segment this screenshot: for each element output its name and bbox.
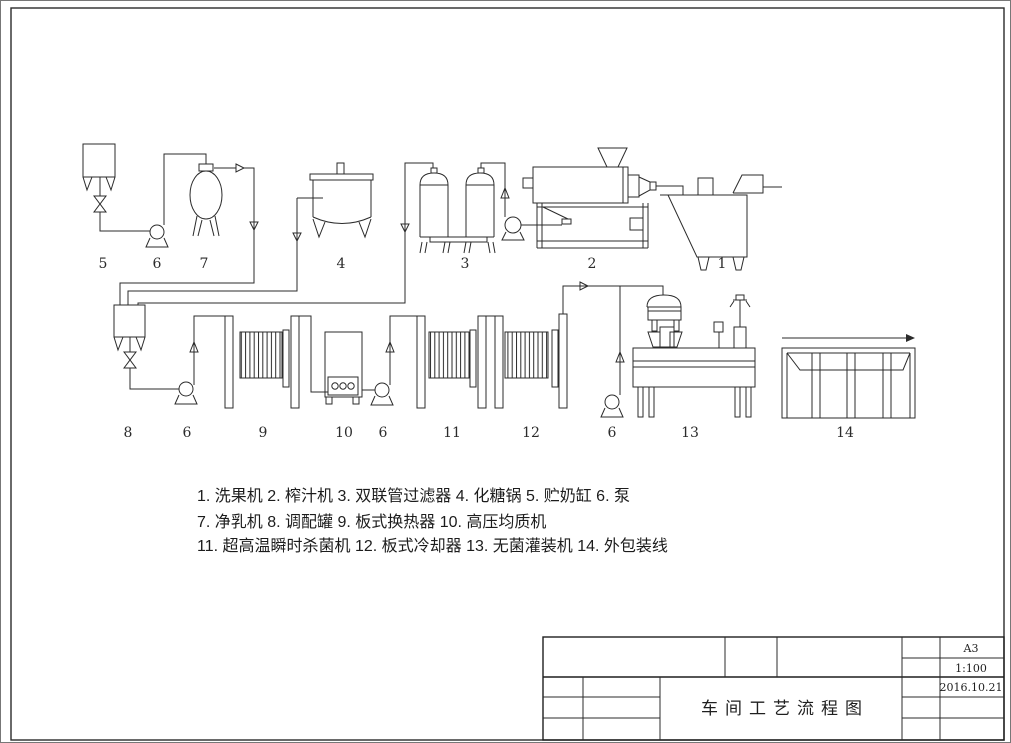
title-block-date: 2016.10.21 — [940, 681, 1003, 694]
label-6d: 6 — [608, 425, 617, 441]
label-11: 11 — [443, 425, 461, 441]
label-4: 4 — [337, 256, 346, 272]
pump-icon — [149, 224, 165, 240]
valve-icon — [93, 195, 107, 213]
drawing-frame — [10, 7, 1005, 741]
flow-arrow-icon — [235, 163, 246, 173]
pipe-cooler-to-filler — [562, 281, 664, 395]
label-2: 2 — [588, 256, 597, 272]
equipment-number-labels: 5 6 7 4 3 2 1 8 6 9 10 6 11 12 6 13 14 — [99, 256, 854, 441]
pump-icon — [374, 382, 390, 398]
label-3: 3 — [461, 256, 470, 272]
drawing-title: 车间工艺流程图 — [701, 699, 869, 718]
label-6c: 6 — [379, 425, 388, 441]
label-6b: 6 — [183, 425, 192, 441]
label-10: 10 — [335, 425, 353, 441]
equipment-uht-sterilizer-11 — [416, 315, 487, 409]
valve-icon — [123, 351, 137, 369]
pipe-clarifier-to-blend-tank — [119, 163, 259, 305]
flow-arrow-icon — [249, 221, 259, 232]
pipe-filter-to-blend-tank — [137, 162, 434, 305]
pump-icon — [504, 216, 522, 234]
equipment-pump-6c — [174, 315, 225, 405]
pipe — [389, 315, 417, 385]
pipe-juicer-to-washer — [656, 185, 684, 195]
equipment-juicer-2 — [522, 147, 657, 249]
flow-arrow-icon — [400, 223, 410, 234]
equipment-homogenizer-10 — [324, 331, 363, 405]
label-7: 7 — [200, 256, 209, 272]
equipment-blend-tank-8 — [113, 304, 179, 390]
title-block: A3 1:100 2016.10.21 车间工艺流程图 — [542, 636, 1005, 741]
equipment-milk-clarifier-7 — [189, 163, 223, 237]
pump-icon — [178, 381, 194, 397]
legend-line-3: 11. 超高温瞬时杀菌机 12. 板式冷却器 13. 无菌灌装机 14. 外包装… — [197, 537, 668, 555]
pipe-exchanger-to-homogenizer — [299, 315, 328, 393]
equipment-milk-storage-tank-5 — [82, 143, 150, 232]
equipment-aseptic-filler-13 — [632, 294, 756, 418]
equipment-pump-6e — [600, 394, 624, 418]
pipe — [163, 153, 207, 225]
equipment-sugar-kettle-4 — [309, 162, 374, 239]
label-5: 5 — [99, 256, 108, 272]
legend-line-1: 1. 洗果机 2. 榨汁机 3. 双联管过滤器 4. 化糖锅 5. 贮奶缸 6.… — [197, 486, 630, 505]
pipe — [193, 315, 225, 385]
equipment-pump-6b — [480, 162, 562, 241]
pipe-kettle-to-blend-tank — [127, 197, 323, 305]
label-14: 14 — [836, 425, 854, 441]
pump-icon — [604, 394, 620, 410]
label-1: 1 — [718, 256, 727, 272]
equipment-duplex-filter-3 — [419, 167, 496, 254]
chute — [732, 174, 764, 194]
title-block-scale: 1:100 — [955, 662, 987, 675]
equipment-pump-6a — [145, 153, 207, 248]
flow-arrow-icon — [189, 340, 199, 353]
label-9: 9 — [259, 425, 268, 441]
equipment-packaging-line-14 — [781, 334, 916, 419]
flow-arrow-icon — [292, 232, 302, 243]
label-12: 12 — [522, 425, 540, 441]
sensor-post — [713, 321, 724, 333]
filler-dome — [646, 294, 682, 308]
flow-arrow-icon — [385, 340, 395, 353]
hopper — [597, 147, 628, 168]
label-8: 8 — [124, 425, 133, 441]
label-6: 6 — [153, 256, 162, 272]
equipment-plate-heat-exchanger-9 — [224, 315, 300, 409]
equipment-fruit-washer-1 — [660, 174, 782, 271]
pipe — [480, 162, 506, 217]
legend: 1. 洗果机 2. 榨汁机 3. 双联管过滤器 4. 化糖锅 5. 贮奶缸 6.… — [197, 486, 668, 555]
capper-head — [729, 299, 751, 327]
collection-tray — [542, 206, 572, 225]
legend-line-2: 7. 净乳机 8. 调配罐 9. 板式换热器 10. 高压均质机 — [197, 513, 546, 531]
flow-arrow-icon — [500, 186, 510, 199]
conveyor-arrow-icon — [906, 334, 915, 342]
equipment-pump-6d — [362, 315, 417, 406]
flow-arrow-icon — [579, 281, 590, 291]
equipment-plate-cooler-12 — [486, 313, 568, 409]
label-13: 13 — [681, 425, 699, 441]
title-block-sheet-size: A3 — [963, 642, 979, 655]
flow-arrow-icon — [615, 350, 625, 363]
